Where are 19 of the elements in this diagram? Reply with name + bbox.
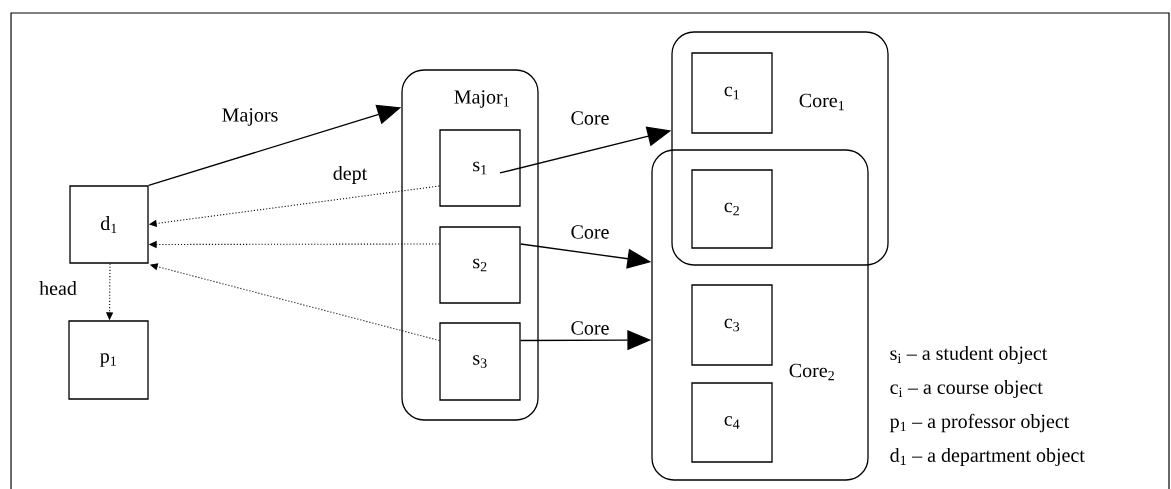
- edge-label: Majors: [220, 107, 280, 127]
- legend-note: c$_{i}$ – a course object: [890, 379, 1043, 399]
- legend-note: d$_{1}$ – a department object: [890, 447, 1085, 467]
- edge-label: dept: [331, 164, 369, 186]
- object-box: c$_{3}$: [691, 284, 773, 366]
- edge-label: head: [38, 279, 78, 297]
- edge-label: Core: [569, 110, 611, 126]
- object-box: c$_{1}$: [691, 52, 773, 134]
- object-box: d$_{1}$: [69, 185, 149, 264]
- object-box: s$_{1}$: [439, 129, 521, 207]
- object-box: p$_{1}$: [68, 320, 149, 400]
- legend-note: p$_{1}$ – a professor object: [890, 413, 1070, 433]
- object-box: c$_{2}$: [691, 169, 773, 249]
- legend-note: s$_{i}$ – a student object: [890, 345, 1048, 365]
- object-box: s$_{3}$: [439, 322, 521, 401]
- edge-label: Core: [569, 320, 611, 336]
- object-box: s$_{2}$: [439, 226, 521, 304]
- edge-label: Core: [569, 224, 611, 240]
- object-box: c$_{4}$: [691, 382, 773, 463]
